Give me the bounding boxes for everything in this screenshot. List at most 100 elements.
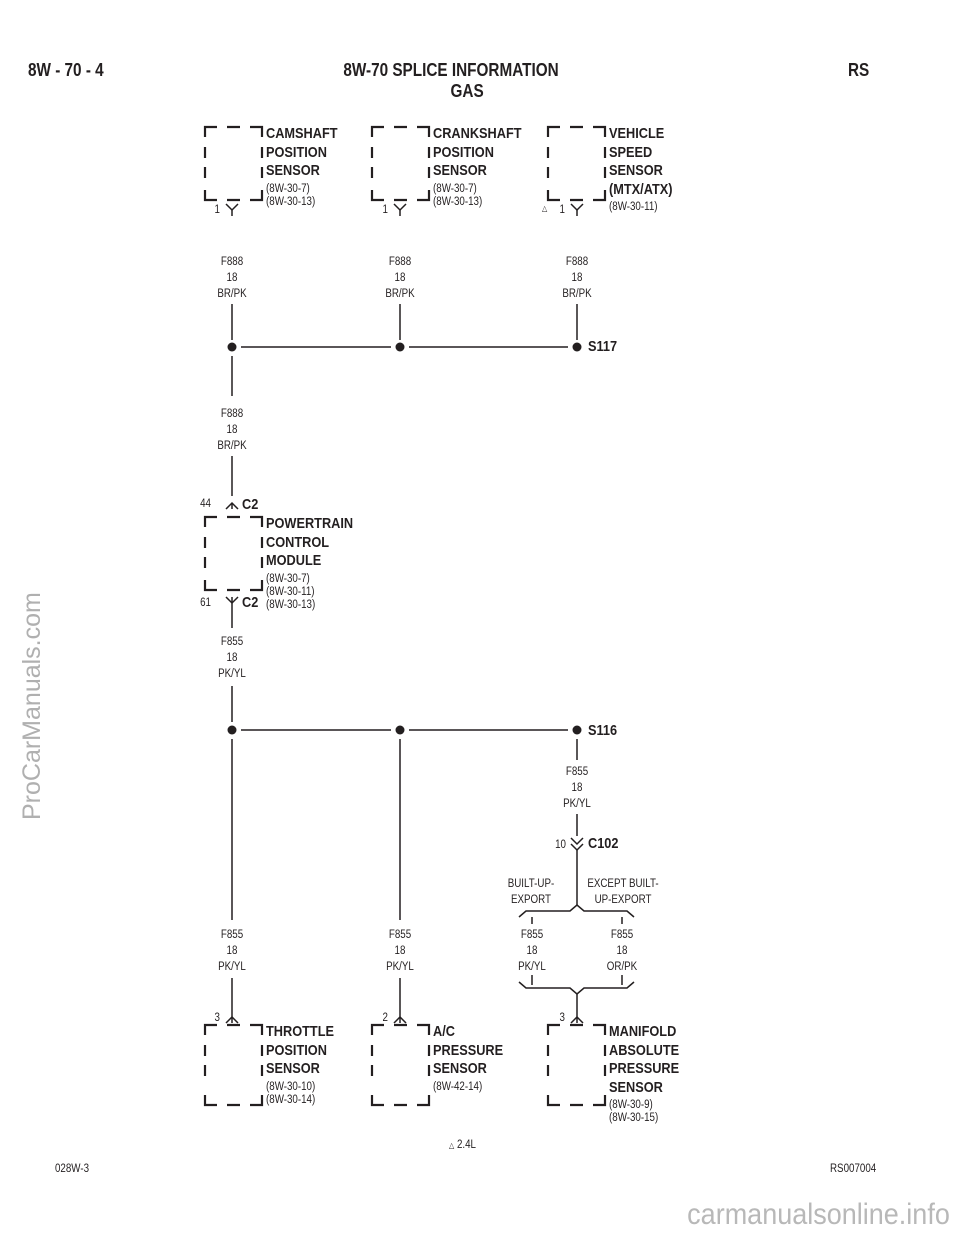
- except-built-up-export-label: UP-EXPORT: [594, 894, 652, 906]
- option-brace-top: [518, 904, 635, 918]
- map-connector-box: [546, 1023, 607, 1107]
- pcm-name-line: CONTROL: [266, 533, 330, 551]
- crank-name-line: POSITION: [433, 143, 494, 161]
- built-up-export-label: EXPORT: [510, 894, 552, 906]
- wire-label: 18: [226, 945, 238, 957]
- crank-wire-label: F888: [388, 256, 412, 268]
- tps-name-line: POSITION: [266, 1041, 327, 1059]
- wire-label: BR/PK: [217, 440, 247, 452]
- cam-pin-number: 1: [214, 204, 220, 216]
- pcm-connector-c2: C2: [242, 496, 259, 513]
- map-name-line: PRESSURE: [609, 1060, 680, 1077]
- triangle-icon: △: [449, 1141, 455, 1150]
- splice-dot: [572, 342, 582, 352]
- pcm-reference: (8W-30-13): [266, 598, 316, 611]
- tps-pin-number: 3: [214, 1012, 220, 1024]
- watermark-right: carmanualsonline.info: [687, 1198, 950, 1231]
- crank-pin: [393, 203, 407, 212]
- crank-reference: (8W-30-7): [433, 182, 477, 195]
- splice-dot: [395, 342, 405, 352]
- page-number: 8W - 70 - 4: [28, 60, 104, 80]
- splice-dot: [395, 725, 405, 735]
- splice-s117-label: S117: [588, 338, 618, 355]
- map-name-line: MANIFOLD: [609, 1023, 677, 1040]
- crank-wire-label: 18: [394, 272, 406, 284]
- cam-reference: (8W-30-7): [266, 182, 310, 195]
- pcm-name-line: MODULE: [266, 552, 322, 569]
- crank-wire-label: BR/PK: [385, 288, 415, 300]
- wire-label: 18: [526, 945, 538, 957]
- vss-pin: [570, 203, 584, 212]
- vss-name-line: (MTX/ATX): [609, 180, 673, 198]
- cam-pin: [225, 203, 239, 212]
- pcm-connector-box: [203, 515, 264, 592]
- page-subtitle: GAS: [450, 81, 484, 101]
- c102-connector-icon: [570, 837, 584, 852]
- pcm-pin-number: 44: [200, 498, 211, 510]
- tps-reference: (8W-30-14): [266, 1093, 316, 1106]
- wire-label: OR/PK: [606, 961, 638, 973]
- splice-dot: [227, 725, 237, 735]
- wire-label: F855: [520, 929, 544, 941]
- wire-label: PK/YL: [518, 961, 546, 973]
- ac-pin-number: 2: [382, 1012, 388, 1024]
- pcm-pin-number: 61: [200, 597, 211, 609]
- ac-name-line: PRESSURE: [433, 1041, 504, 1059]
- map-reference: (8W-30-15): [609, 1112, 659, 1124]
- splice-dot: [572, 725, 582, 735]
- section-code: RS: [848, 60, 870, 80]
- vss-name-line: SPEED: [609, 143, 653, 161]
- wire-label: 18: [571, 782, 583, 794]
- watermark-left: ProCarManuals.com: [18, 592, 46, 820]
- wire-label: PK/YL: [386, 961, 414, 973]
- tps-connector-box: [203, 1023, 264, 1107]
- wire-label: 18: [394, 945, 406, 957]
- wire-label: F855: [220, 636, 244, 648]
- wire-label: PK/YL: [218, 961, 246, 973]
- crank-name-line: CRANKSHAFT: [433, 125, 522, 142]
- triangle-icon: △: [542, 204, 548, 213]
- vss-name-line: SENSOR: [609, 162, 663, 179]
- pcm-reference: (8W-30-7): [266, 572, 310, 585]
- wire-label: F855: [565, 766, 589, 778]
- map-pin-number: 3: [559, 1012, 565, 1024]
- wire-label: PK/YL: [218, 668, 246, 680]
- ac-name-line: A/C: [433, 1023, 455, 1040]
- pcm-name-line: POWERTRAIN: [266, 515, 354, 532]
- option-brace-bottom: [518, 981, 635, 995]
- map-name-line: ABSOLUTE: [609, 1041, 680, 1059]
- cam-wire-label: BR/PK: [217, 288, 247, 300]
- tps-name-line: THROTTLE: [266, 1023, 334, 1040]
- cam-wire-label: F888: [220, 256, 244, 268]
- crank-reference: (8W-30-13): [433, 195, 483, 208]
- pcm-connector-c2: C2: [242, 594, 259, 611]
- c102-label: C102: [588, 835, 619, 852]
- footnote: △ 2.4L: [449, 1138, 476, 1153]
- cam-connector-box: [203, 125, 264, 202]
- vss-connector-box: [546, 125, 607, 202]
- wire-label: F855: [610, 929, 634, 941]
- ac-name-line: SENSOR: [433, 1060, 487, 1077]
- footer-right: RS007004: [830, 1163, 877, 1175]
- cam-name-line: CAMSHAFT: [266, 125, 338, 142]
- crank-name-line: SENSOR: [433, 162, 487, 179]
- c102-pin-number: 10: [555, 839, 566, 851]
- page-title: 8W-70 SPLICE INFORMATION: [343, 60, 559, 80]
- vss-pin-number: 1: [559, 204, 565, 216]
- cam-name-line: SENSOR: [266, 162, 320, 179]
- tps-reference: (8W-30-10): [266, 1080, 316, 1093]
- cam-wire-label: 18: [226, 272, 238, 284]
- splice-dot: [227, 342, 237, 352]
- vss-wire-label: BR/PK: [562, 288, 592, 300]
- cam-name-line: POSITION: [266, 143, 327, 161]
- vss-wire-label: F888: [565, 256, 589, 268]
- vss-name-line: VEHICLE: [609, 125, 665, 142]
- wire-label: F855: [220, 929, 244, 941]
- map-name-line: SENSOR: [609, 1078, 663, 1096]
- wire-label: F855: [388, 929, 412, 941]
- splice-s116-label: S116: [588, 722, 618, 739]
- pcm-reference: (8W-30-11): [266, 585, 315, 598]
- map-reference: (8W-30-9): [609, 1099, 653, 1111]
